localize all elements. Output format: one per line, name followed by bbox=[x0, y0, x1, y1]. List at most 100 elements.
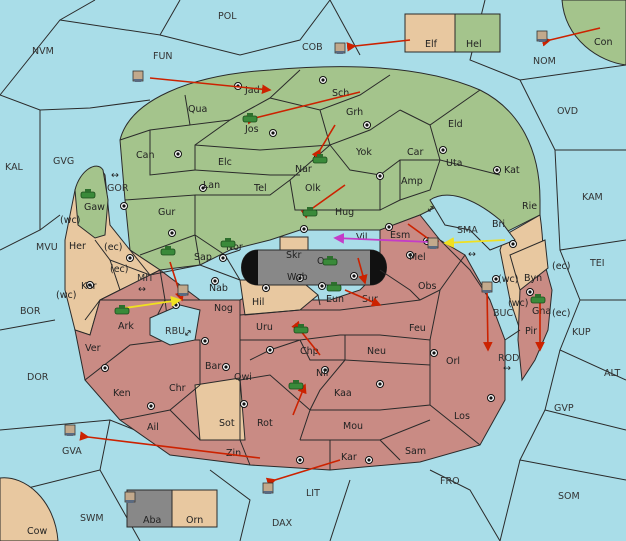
province-label: Mel bbox=[409, 252, 426, 263]
province-label: Amp bbox=[401, 176, 423, 187]
supply-center-dot bbox=[323, 368, 327, 372]
coast-tag: (wc) bbox=[498, 274, 518, 285]
province-label: Olk bbox=[305, 183, 321, 194]
sea-label: KAL bbox=[5, 162, 24, 173]
supply-center-dot bbox=[432, 351, 436, 355]
coast-tag: (wc) bbox=[60, 215, 80, 226]
fleet-unit-icon[interactable] bbox=[132, 70, 144, 82]
province-label: Gur bbox=[158, 207, 175, 218]
stadium-cap-east bbox=[370, 250, 387, 285]
province-label: Rie bbox=[522, 201, 537, 212]
box-label-elf: Elf bbox=[425, 39, 438, 50]
coast-tag: (ec) bbox=[104, 242, 122, 253]
supply-center-dot bbox=[321, 78, 325, 82]
sea-label: NVM bbox=[32, 46, 54, 57]
fleet-unit-icon[interactable] bbox=[124, 491, 136, 503]
gaw-peninsula[interactable] bbox=[74, 165, 109, 239]
province-label: Orl bbox=[446, 356, 460, 367]
coast-tag: (ec) bbox=[552, 308, 570, 319]
supply-center-dot bbox=[88, 283, 92, 287]
sea-label: OVD bbox=[557, 106, 578, 117]
supply-center-dot bbox=[511, 242, 515, 246]
fleet-unit-icon[interactable] bbox=[481, 281, 493, 293]
supply-center-dot bbox=[176, 152, 180, 156]
province-label: Gna bbox=[532, 306, 551, 317]
province-label: Sam bbox=[405, 446, 426, 457]
elf-hel-box[interactable] bbox=[404, 13, 501, 53]
units[interactable] bbox=[64, 30, 548, 503]
province-label: Ark bbox=[118, 321, 134, 332]
supply-center-dot bbox=[264, 286, 268, 290]
army-unit-icon[interactable] bbox=[114, 305, 130, 315]
province-label: Ken bbox=[113, 388, 131, 399]
sea-label: MIT bbox=[137, 273, 154, 284]
army-unit-icon[interactable] bbox=[242, 113, 258, 123]
fleet-unit-icon[interactable] bbox=[427, 237, 439, 249]
province-label: Car bbox=[407, 147, 423, 158]
fleet-unit-icon[interactable] bbox=[334, 42, 346, 54]
supply-center-dot bbox=[408, 253, 412, 257]
province-label: Sap bbox=[194, 252, 212, 263]
sea-label: GVP bbox=[554, 403, 574, 414]
box-label-aba: Aba bbox=[143, 515, 161, 526]
province-label: Bri bbox=[492, 219, 505, 230]
supply-center-dot bbox=[378, 174, 382, 178]
province-label: Eld bbox=[448, 119, 463, 130]
province-label: Los bbox=[454, 411, 470, 422]
province-label: Sot bbox=[219, 418, 235, 429]
stadium-cap-west bbox=[241, 250, 258, 285]
fleet-unit-icon[interactable] bbox=[262, 482, 274, 494]
sea-label: NOM bbox=[533, 56, 556, 67]
box-label-cow: Cow bbox=[27, 526, 47, 537]
sea-label: RBU bbox=[165, 326, 185, 337]
army-unit-icon[interactable] bbox=[160, 246, 176, 256]
fleet-unit-icon[interactable] bbox=[64, 424, 76, 436]
supply-center-dot bbox=[320, 284, 324, 288]
army-unit-icon[interactable] bbox=[530, 294, 546, 304]
army-unit-icon[interactable] bbox=[302, 207, 318, 217]
sea-label: BOR bbox=[20, 306, 41, 317]
army-unit-icon[interactable] bbox=[80, 189, 96, 199]
province-label: Jos bbox=[244, 124, 259, 135]
army-unit-icon[interactable] bbox=[326, 282, 342, 292]
supply-center-dot bbox=[224, 365, 228, 369]
army-unit-icon[interactable] bbox=[288, 380, 304, 390]
supply-center-dot bbox=[174, 303, 178, 307]
coast-tag: (wc) bbox=[508, 298, 528, 309]
army-unit-icon[interactable] bbox=[220, 238, 236, 248]
province-label: Vil bbox=[356, 232, 368, 243]
province-label: Grh bbox=[346, 107, 363, 118]
army-unit-icon[interactable] bbox=[322, 256, 338, 266]
fleet-unit-icon[interactable] bbox=[536, 30, 548, 42]
province-label: Obs bbox=[418, 281, 437, 292]
province-label: Elc bbox=[218, 157, 232, 168]
supply-center-dot bbox=[495, 168, 499, 172]
province-label: Feu bbox=[409, 323, 426, 334]
province-label: Kor bbox=[81, 281, 97, 292]
sea-label: MVU bbox=[36, 242, 58, 253]
province-label: Yok bbox=[355, 147, 372, 158]
order-arrows bbox=[79, 27, 601, 487]
box-label-con: Con bbox=[594, 37, 612, 48]
province-label: Qua bbox=[188, 104, 207, 115]
province-label: Chr bbox=[169, 383, 186, 394]
aba-orn-box[interactable] bbox=[126, 489, 218, 528]
supply-center-dot bbox=[271, 131, 275, 135]
province-label: Uru bbox=[256, 322, 273, 333]
double-arrow: ↔ bbox=[468, 249, 476, 260]
sea-label: ALT bbox=[604, 368, 620, 379]
fleet-unit-icon[interactable] bbox=[177, 284, 189, 296]
byn-region[interactable] bbox=[509, 239, 549, 291]
sma-lake bbox=[429, 194, 516, 251]
supply-center-dot bbox=[128, 256, 132, 260]
province-label: Eun bbox=[326, 294, 344, 305]
supply-center-dot bbox=[378, 382, 382, 386]
sea-label: FUN bbox=[153, 51, 173, 62]
supply-center-dot bbox=[221, 256, 225, 260]
sot-region[interactable] bbox=[194, 377, 246, 441]
army-unit-icon[interactable] bbox=[312, 154, 328, 164]
supply-center-dot bbox=[365, 123, 369, 127]
army-unit-icon[interactable] bbox=[293, 324, 309, 334]
